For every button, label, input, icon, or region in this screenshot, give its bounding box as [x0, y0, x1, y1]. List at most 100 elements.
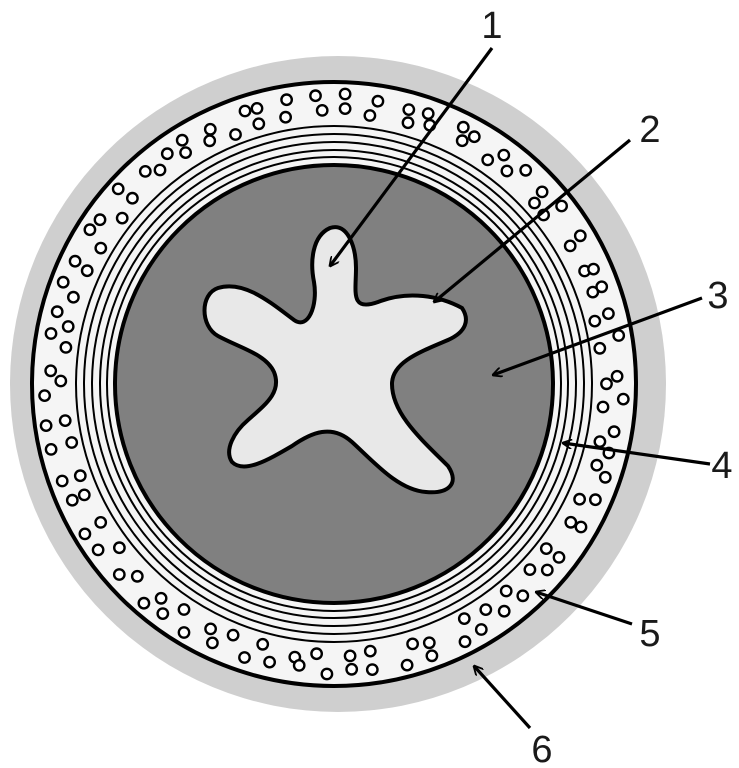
band-dot: [127, 193, 137, 203]
band-dot: [502, 166, 512, 176]
band-dot: [603, 308, 613, 318]
band-dot: [424, 638, 434, 648]
band-dot: [590, 316, 600, 326]
band-dot: [156, 593, 166, 603]
band-dot: [139, 598, 149, 608]
band-dot: [529, 198, 539, 208]
band-dot: [367, 664, 377, 674]
band-dot: [590, 495, 600, 505]
band-dot: [228, 630, 238, 640]
band-dot: [521, 165, 531, 175]
band-dot: [57, 476, 67, 486]
band-dot: [575, 231, 585, 241]
band-dot: [595, 343, 605, 353]
band-dot: [565, 241, 575, 251]
band-dot: [46, 444, 56, 454]
band-dot: [207, 638, 217, 648]
band-dot: [347, 664, 357, 674]
band-dot: [499, 606, 509, 616]
band-dot: [595, 436, 605, 446]
band-dot: [254, 119, 264, 129]
band-dot: [93, 545, 103, 555]
band-dot: [252, 103, 262, 113]
band-dot: [239, 652, 249, 662]
band-dot: [75, 471, 85, 481]
band-dot: [588, 264, 598, 274]
band-dot: [542, 565, 552, 575]
band-dot: [598, 402, 608, 412]
label-1: 1: [481, 5, 502, 47]
band-dot: [403, 118, 413, 128]
band-dot: [499, 150, 509, 160]
band-dot: [476, 624, 486, 634]
band-dot: [554, 552, 564, 562]
band-dot: [230, 129, 240, 139]
band-dot: [601, 379, 611, 389]
band-dot: [46, 328, 56, 338]
band-dot: [407, 639, 417, 649]
band-dot: [281, 95, 291, 105]
band-dot: [556, 201, 566, 211]
band-dot: [179, 627, 189, 637]
band-dot: [205, 124, 215, 134]
band-dot: [162, 149, 172, 159]
band-dot: [67, 437, 77, 447]
band-dot: [340, 89, 350, 99]
band-dot: [61, 342, 71, 352]
band-dot: [612, 371, 622, 381]
band-dot: [317, 105, 327, 115]
band-dot: [365, 110, 375, 120]
band-dot: [402, 660, 412, 670]
band-dot: [501, 586, 511, 596]
band-dot: [458, 122, 468, 132]
band-dot: [427, 651, 437, 661]
label-2: 2: [639, 109, 660, 151]
band-dot: [60, 415, 70, 425]
band-dot: [205, 624, 215, 634]
band-dot: [280, 112, 290, 122]
band-dot: [114, 543, 124, 553]
band-dot: [70, 256, 80, 266]
band-dot: [95, 215, 105, 225]
band-dot: [310, 91, 320, 101]
band-dot: [39, 390, 49, 400]
band-dot: [404, 104, 414, 114]
band-dot: [179, 604, 189, 614]
band-dot: [41, 420, 51, 430]
band-dot: [525, 564, 535, 574]
band-dot: [345, 651, 355, 661]
band-dot: [483, 155, 493, 165]
band-dot: [365, 646, 375, 656]
band-dot: [96, 243, 106, 253]
band-dot: [340, 103, 350, 113]
band-dot: [46, 366, 56, 376]
band-dot: [609, 427, 619, 437]
band-dot: [597, 282, 607, 292]
band-dot: [459, 613, 469, 623]
band-dot: [155, 165, 165, 175]
band-dot: [180, 147, 190, 157]
band-dot: [205, 136, 215, 146]
band-dot: [294, 660, 304, 670]
band-dot: [114, 569, 124, 579]
band-dot: [373, 96, 383, 106]
band-dot: [67, 495, 77, 505]
pointer-arrow-6: [474, 666, 530, 728]
band-dot: [481, 604, 491, 614]
band-dot: [240, 106, 250, 116]
band-dot: [58, 277, 68, 287]
band-dot: [68, 292, 78, 302]
band-dot: [518, 591, 528, 601]
band-dot: [52, 307, 62, 317]
band-dot: [460, 637, 470, 647]
band-dot: [56, 376, 66, 386]
band-dot: [264, 657, 274, 667]
band-dot: [457, 136, 467, 146]
band-dot: [177, 135, 187, 145]
label-6: 6: [531, 729, 552, 768]
band-dot: [614, 330, 624, 340]
band-dot: [63, 321, 73, 331]
label-4: 4: [711, 445, 732, 487]
